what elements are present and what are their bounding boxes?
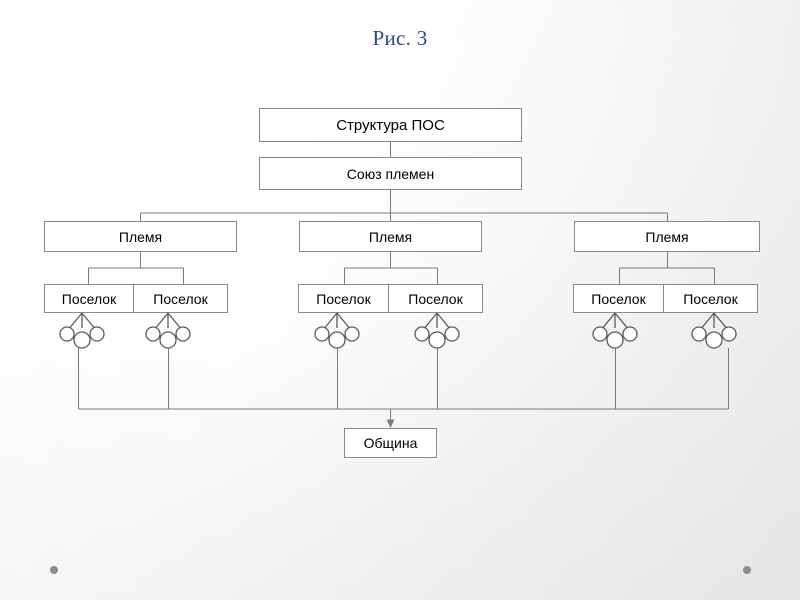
node-union-of-tribes[interactable]: Союз племен	[259, 157, 522, 190]
household-cluster	[145, 312, 191, 349]
node-village-1-1[interactable]: Поселок	[44, 284, 134, 313]
node-village-1-2[interactable]: Поселок	[133, 284, 228, 313]
household-cluster	[414, 312, 460, 349]
node-village-3-2[interactable]: Поселок	[663, 284, 758, 313]
household-cluster	[314, 312, 360, 349]
node-village-2-2[interactable]: Поселок	[388, 284, 483, 313]
bullet-dot-right-icon	[743, 566, 751, 574]
bullet-dot-left-icon	[50, 566, 58, 574]
node-village-3-1[interactable]: Поселок	[573, 284, 664, 313]
node-tribe-3[interactable]: Племя	[574, 221, 760, 252]
node-tribe-1[interactable]: Племя	[44, 221, 237, 252]
node-village-2-1[interactable]: Поселок	[298, 284, 389, 313]
node-community[interactable]: Община	[344, 428, 437, 458]
household-cluster	[592, 312, 638, 349]
arrowhead-icon	[386, 419, 395, 428]
household-cluster	[691, 312, 737, 349]
page-title: Рис. 3	[372, 26, 428, 50]
household-cluster	[59, 312, 105, 349]
node-structure-pos[interactable]: Структура ПОС	[259, 108, 522, 142]
node-tribe-2[interactable]: Племя	[299, 221, 482, 252]
